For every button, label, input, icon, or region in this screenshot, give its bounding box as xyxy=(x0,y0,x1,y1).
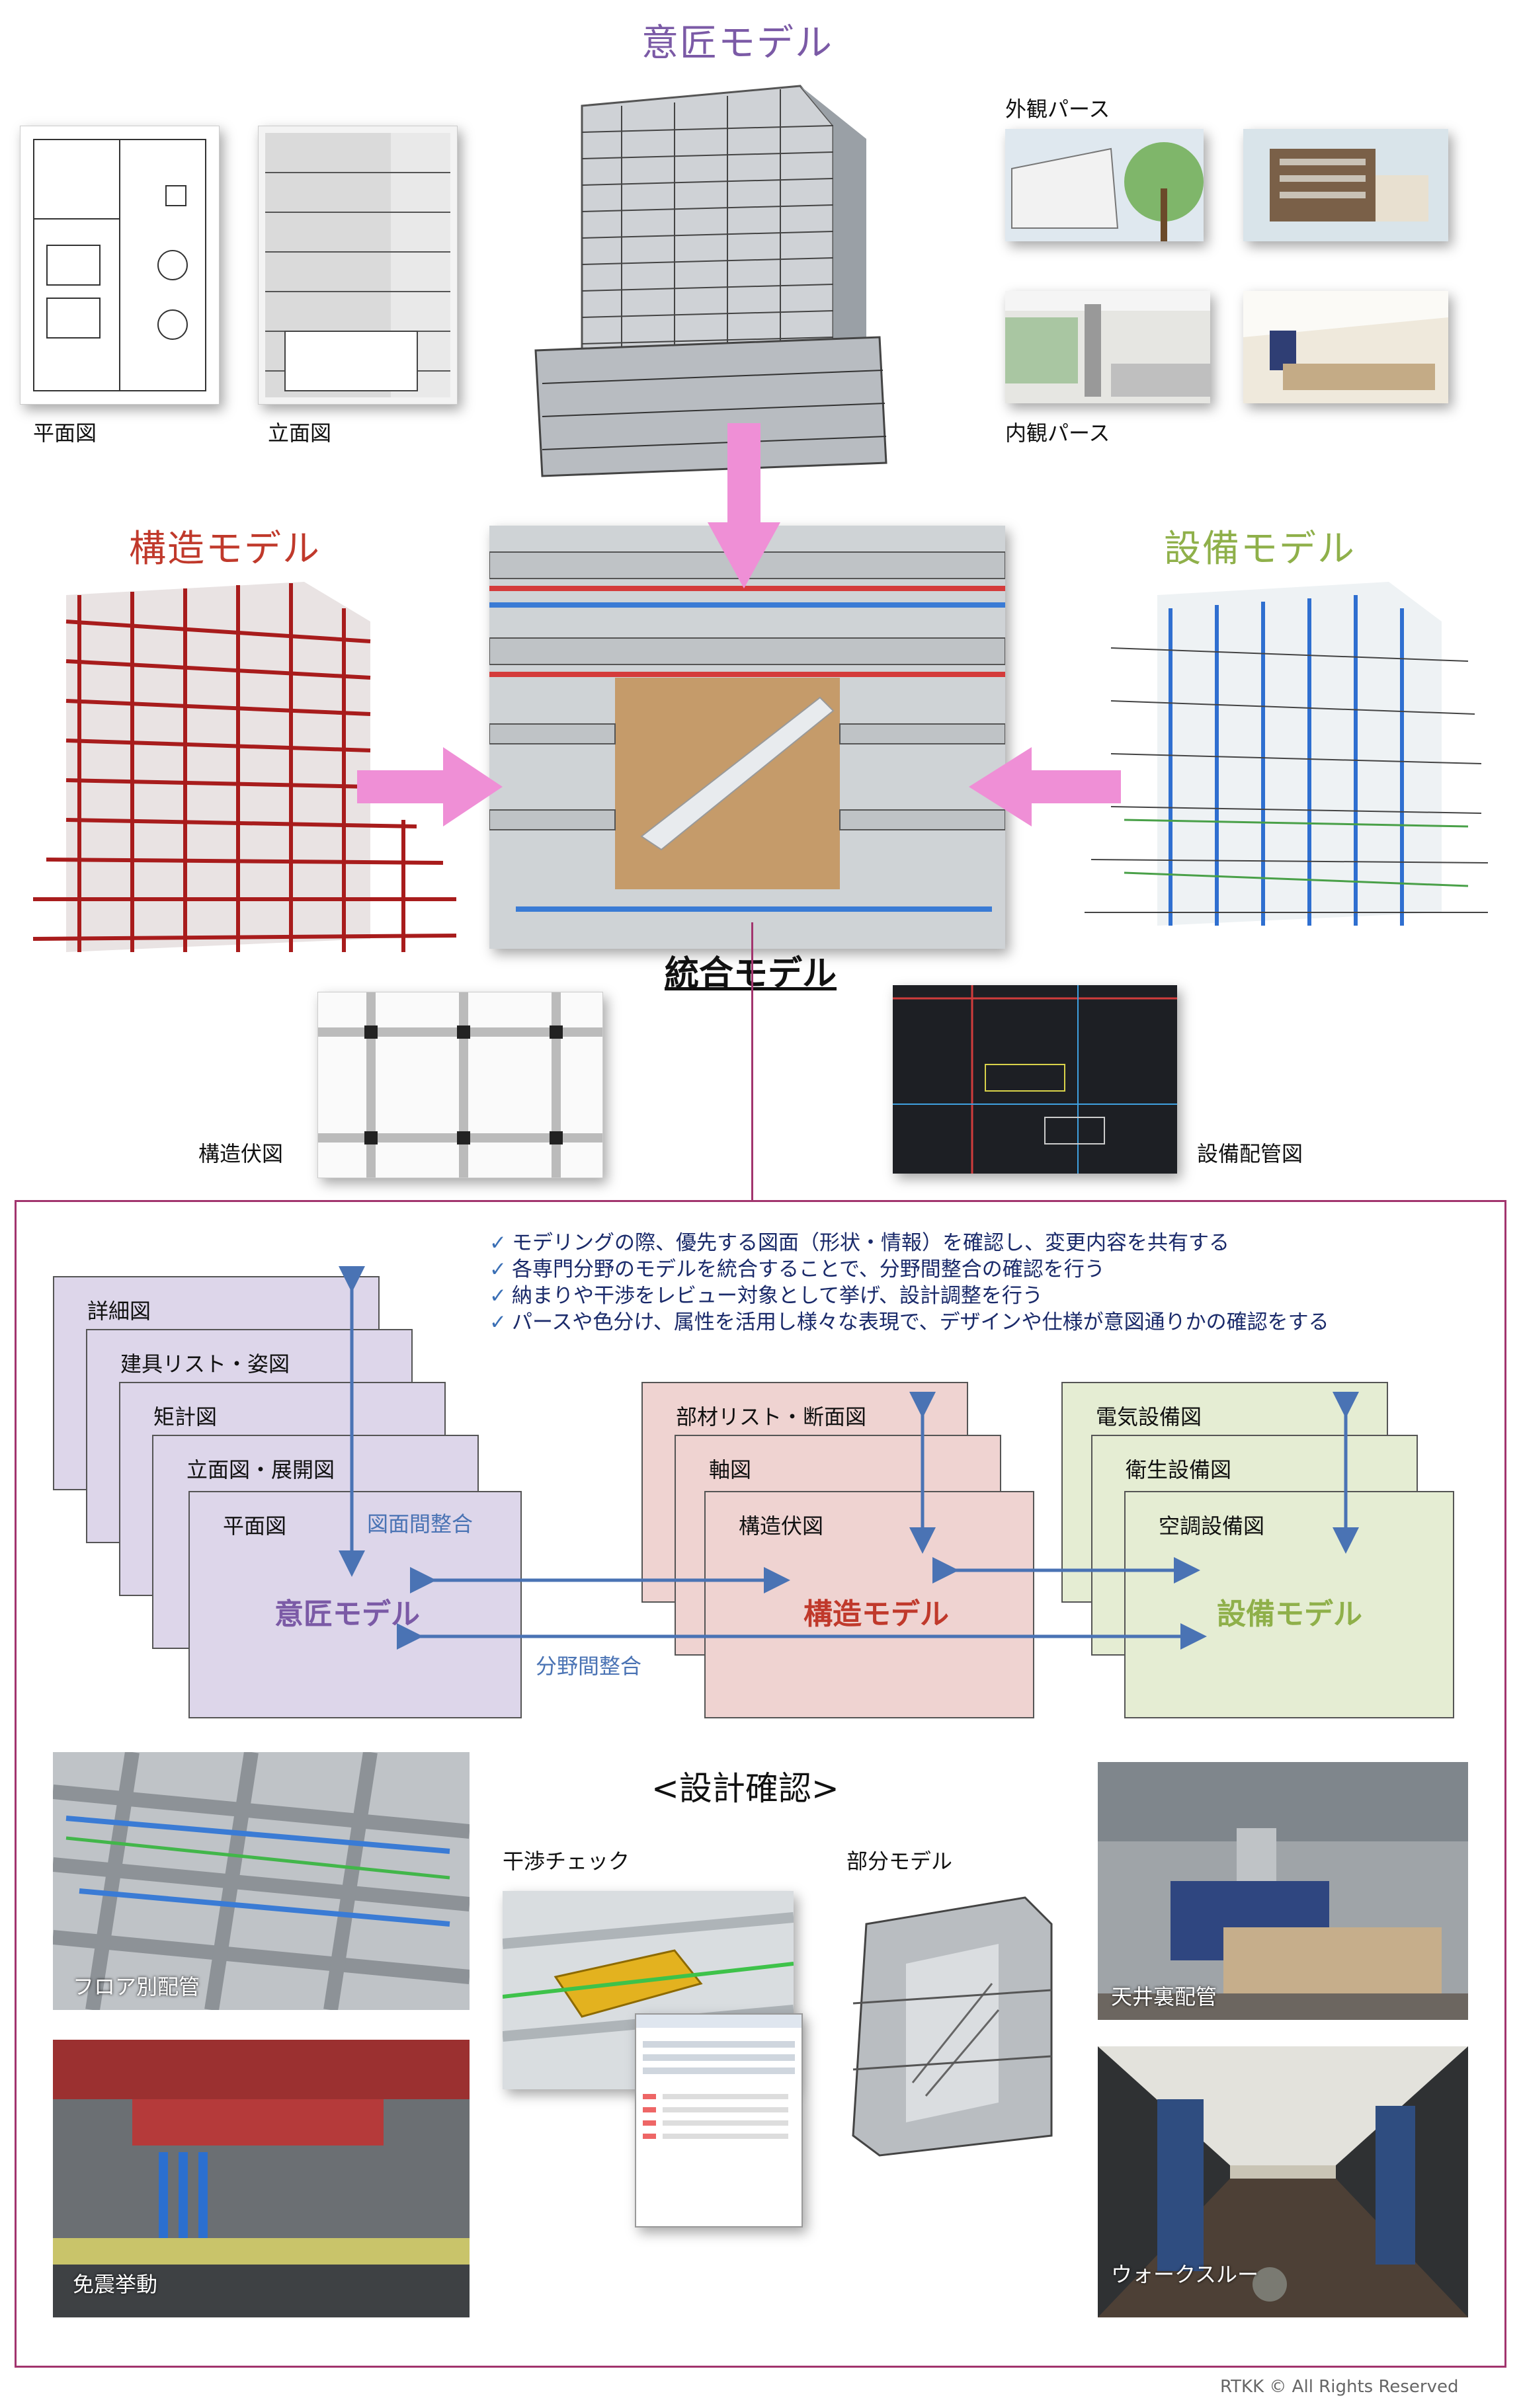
ceiling-piping-image xyxy=(1098,1762,1468,2020)
elevation-label: 立面図 xyxy=(268,421,332,446)
design-check-frame xyxy=(15,1200,1506,2368)
floor-piping-image xyxy=(53,1752,470,2010)
equipment-doc-hvac: 空調設備図 xyxy=(1124,1491,1454,1718)
bullet-item: ✓モデリングの際、優先する図面（形状・情報）を確認し、変更内容を共有する xyxy=(489,1231,1229,1255)
interior-perspective-label: 内観パース xyxy=(1005,421,1110,446)
exterior-perspective-label: 外観パース xyxy=(1005,97,1110,122)
equipment-model-title: 設備モデル xyxy=(1164,528,1356,571)
interference-report-window xyxy=(635,2013,803,2227)
seismic-label: 免震挙動 xyxy=(73,2272,158,2297)
floor-piping-label: フロア別配管 xyxy=(73,1974,200,1999)
equipment-building-image xyxy=(1071,569,1495,965)
design-building-image xyxy=(522,66,893,489)
piping-drawing-image xyxy=(893,985,1177,1174)
diagram-structure-model: 構造モデル xyxy=(803,1597,949,1631)
integrated-model-title: 統合モデル xyxy=(665,954,837,994)
interior-image-2 xyxy=(1243,291,1448,403)
copyright-footer: RTKK © All Rights Reserved xyxy=(1220,2377,1459,2397)
structure-model-title: 構造モデル xyxy=(129,528,321,571)
diagram-equipment-model: 設備モデル xyxy=(1217,1597,1362,1631)
integrated-model-image xyxy=(489,526,1005,949)
field-consistency-label: 分野間整合 xyxy=(536,1654,642,1679)
structure-plan-label: 構造伏図 xyxy=(198,1141,284,1166)
design-check-title: <設計確認> xyxy=(651,1769,839,1808)
interior-image-1 xyxy=(1005,291,1210,403)
bullet-list: ✓モデリングの際、優先する図面（形状・情報）を確認し、変更内容を共有する ✓各専… xyxy=(489,1230,1481,1336)
drawing-consistency-label: 図面間整合 xyxy=(367,1511,473,1537)
arrow-structure-to-integrated xyxy=(357,747,503,826)
arrow-design-to-integrated xyxy=(708,423,780,588)
plan-label: 平面図 xyxy=(33,421,97,446)
interference-check-label: 干渉チェック xyxy=(503,1849,630,1874)
connector-line xyxy=(751,922,753,1200)
seismic-behavior-image xyxy=(53,2040,470,2317)
partial-model-image xyxy=(827,1884,1078,2169)
arrow-equipment-to-integrated xyxy=(969,747,1121,826)
partial-model-label: 部分モデル xyxy=(846,1849,953,1874)
ceiling-piping-label: 天井裏配管 xyxy=(1111,1984,1217,2009)
exterior-image-2 xyxy=(1243,129,1448,241)
piping-label: 設備配管図 xyxy=(1197,1141,1303,1166)
exterior-image-1 xyxy=(1005,129,1204,241)
bullet-item: ✓パースや色分け、属性を活用し様々な表現で、デザインや仕様が意図通りかの確認をす… xyxy=(489,1310,1329,1334)
walkthrough-label: ウォークスルー xyxy=(1111,2262,1259,2287)
bullet-item: ✓納まりや干渉をレビュー対象として挙げ、設計調整を行う xyxy=(489,1284,1043,1308)
design-model-title: 意匠モデル xyxy=(641,22,833,65)
structure-building-image xyxy=(20,569,470,979)
elevation-drawing-image xyxy=(258,126,458,405)
structure-doc-plan: 構造伏図 xyxy=(704,1491,1034,1718)
plan-drawing-image xyxy=(20,126,220,405)
bullet-item: ✓各専門分野のモデルを統合することで、分野間整合の確認を行う xyxy=(489,1258,1105,1281)
walkthrough-image xyxy=(1098,2046,1468,2317)
structure-plan-image xyxy=(317,992,603,1178)
diagram-design-model: 意匠モデル xyxy=(274,1597,420,1631)
